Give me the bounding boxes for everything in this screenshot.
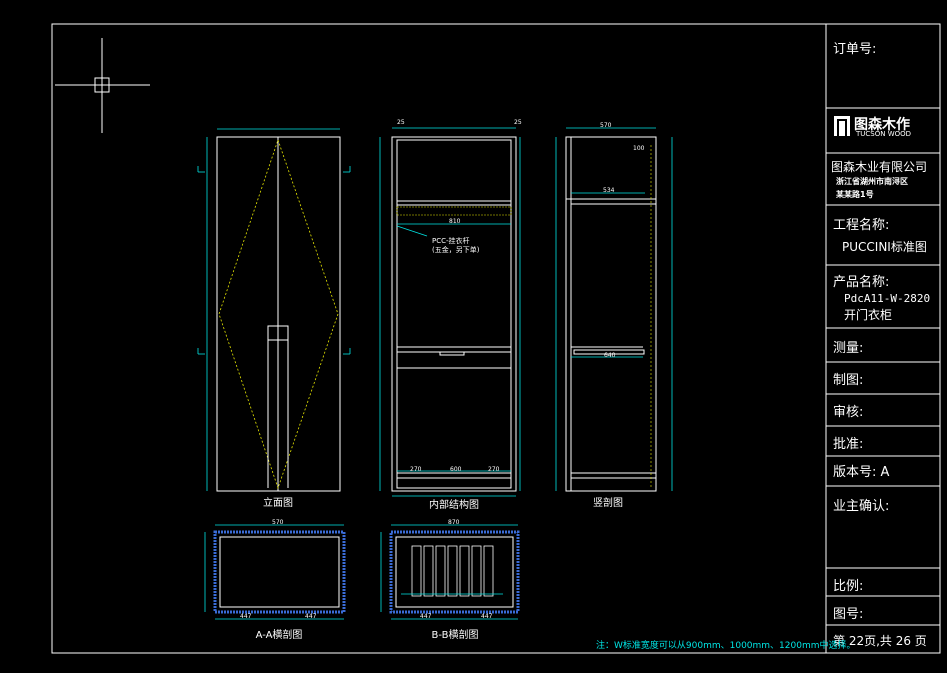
dim-label: 534 <box>603 187 615 194</box>
company-address-2: 某某路1号 <box>836 190 874 199</box>
logo-mark <box>834 116 850 136</box>
dim-label: 270 <box>410 466 422 473</box>
drawing-no-label: 图号: <box>833 607 864 622</box>
section-caption: 竖剖图 <box>593 498 623 509</box>
owner-confirm-label: 业主确认: <box>833 499 890 514</box>
approve-label: 批准: <box>833 437 864 452</box>
vertical-section-view <box>555 127 673 492</box>
dim-label: 447 <box>305 613 317 620</box>
page-label: 第 22页,共 26 页 <box>833 634 927 648</box>
title-block-grid <box>825 24 940 653</box>
dim-label: 570 <box>600 122 612 129</box>
logo-subtitle: TUCSON WOOD <box>856 130 912 138</box>
internal-structure-view <box>379 127 521 497</box>
logo-text: 图森木作 <box>854 117 910 133</box>
product-name: 开门衣柜 <box>844 308 893 322</box>
internal-caption: 内部结构图 <box>429 500 479 511</box>
outer-frame <box>51 23 941 654</box>
aa-section-view <box>204 524 346 620</box>
draw-label: 制图: <box>833 373 864 388</box>
rod-label: PCC-挂衣杆 <box>432 237 470 245</box>
review-label: 审核: <box>833 405 864 420</box>
company-name: 图森木业有限公司 <box>831 160 928 174</box>
crosshair-box <box>94 77 110 93</box>
scale-label: 比例: <box>833 579 864 594</box>
dim-label: 570 <box>272 519 284 526</box>
aa-caption: A-A横剖图 <box>255 630 303 641</box>
order-no-label: 订单号: <box>833 42 877 57</box>
dim-label: 810 <box>449 218 461 225</box>
elevation-view <box>197 128 351 492</box>
measure-label: 测量: <box>833 341 864 356</box>
dim-label: 25 <box>514 119 522 126</box>
dim-label: 447 <box>240 613 252 620</box>
bb-section-view <box>380 524 520 620</box>
dim-label: 600 <box>450 466 462 473</box>
rod-note: (五金，另下单) <box>432 246 480 254</box>
dim-label: 447 <box>481 613 493 620</box>
footnote: 注：W标准宽度可以从900mm、1000mm、1200mm中选择。 <box>596 641 856 651</box>
version-label: 版本号: A <box>833 465 890 480</box>
product-label: 产品名称: <box>833 275 890 290</box>
dim-label: 100 <box>633 145 645 152</box>
project-label: 工程名称: <box>833 218 890 233</box>
dim-label: 640 <box>604 352 616 359</box>
product-code: PdcA11-W-2820 <box>844 292 931 305</box>
dim-label: 447 <box>420 613 432 620</box>
elevation-caption: 立面图 <box>263 498 293 509</box>
project-value: PUCCINI标准图 <box>842 240 927 254</box>
dim-label: 270 <box>488 466 500 473</box>
company-address-1: 浙江省湖州市南浔区 <box>836 177 908 186</box>
dim-label: 870 <box>448 519 460 526</box>
bb-caption: B-B横剖图 <box>431 630 479 641</box>
dim-label: 25 <box>397 119 405 126</box>
